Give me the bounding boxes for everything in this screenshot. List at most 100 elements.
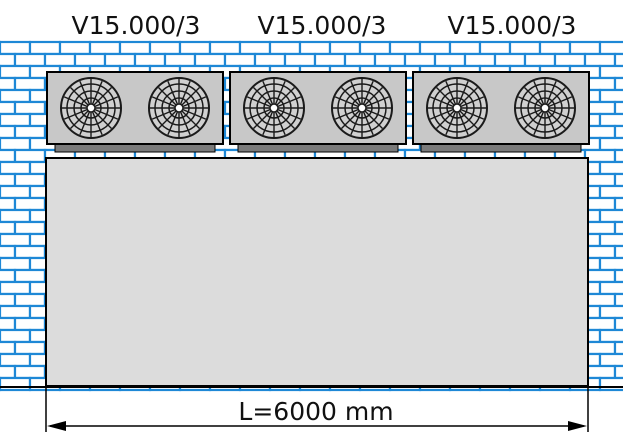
unit-label-2: V15.000/3 — [258, 11, 387, 40]
brick — [613, 268, 623, 284]
fan-spoke — [545, 80, 557, 105]
fan-spoke — [350, 80, 362, 105]
fan-spoke — [517, 108, 542, 120]
brick — [403, 52, 437, 68]
brick — [0, 148, 17, 164]
fan-spoke — [547, 110, 567, 130]
brick — [0, 52, 17, 68]
brick — [388, 40, 422, 56]
brick — [583, 316, 617, 332]
fan-hub — [452, 103, 462, 113]
brick — [598, 40, 623, 56]
brick — [0, 244, 17, 260]
brick — [193, 52, 227, 68]
brick — [613, 292, 623, 308]
brick — [613, 172, 623, 188]
fan-spoke — [277, 96, 302, 108]
brick — [583, 220, 617, 236]
fan-hub — [540, 103, 550, 113]
brick — [0, 172, 17, 188]
fan-spoke — [274, 111, 286, 136]
fan-spoke — [548, 96, 573, 108]
dimension-arrow-left — [47, 421, 66, 431]
fan-icon — [243, 77, 305, 139]
cold-room-body — [45, 157, 589, 387]
fan-hub — [357, 103, 367, 113]
brick — [418, 40, 452, 56]
brick — [0, 292, 17, 308]
fan-spoke — [445, 80, 457, 105]
fan-spoke — [340, 110, 360, 130]
fan-spoke — [533, 111, 545, 136]
fan-spoke — [151, 108, 176, 120]
brick — [433, 52, 467, 68]
fan-spoke — [167, 111, 179, 136]
fan-spoke — [182, 96, 207, 108]
fan-hub — [269, 103, 279, 113]
brick — [598, 208, 623, 224]
brick — [598, 160, 623, 176]
brick — [583, 244, 617, 260]
brick — [598, 184, 623, 200]
brick — [598, 376, 623, 392]
brick — [0, 280, 32, 296]
brick — [598, 232, 623, 248]
brick — [0, 100, 17, 116]
brick — [13, 52, 47, 68]
brick — [148, 40, 182, 56]
fan-icon — [331, 77, 393, 139]
fan-spoke — [523, 110, 543, 130]
brick — [133, 52, 167, 68]
fan-spoke — [276, 110, 296, 130]
brick — [0, 40, 32, 56]
condensing-unit-1 — [46, 71, 224, 153]
fan-spoke — [533, 80, 545, 105]
unit-base — [420, 143, 582, 153]
fan-icon — [148, 77, 210, 139]
fan-spoke — [79, 111, 91, 136]
brick — [583, 292, 617, 308]
brick — [598, 88, 623, 104]
brick — [13, 100, 47, 116]
fan-spoke — [334, 96, 359, 108]
fan-spoke — [91, 111, 103, 136]
brick — [583, 364, 617, 380]
brick — [0, 136, 32, 152]
brick — [598, 112, 623, 128]
brick — [343, 52, 377, 68]
brick — [598, 280, 623, 296]
brick — [0, 196, 17, 212]
brick — [0, 340, 17, 356]
brick — [13, 316, 47, 332]
brick — [13, 340, 47, 356]
fan-spoke — [167, 80, 179, 105]
brick — [493, 52, 527, 68]
brick — [613, 100, 623, 116]
fan-spoke — [69, 110, 89, 130]
fan-spoke — [429, 108, 454, 120]
fan-spoke — [459, 110, 479, 130]
brick — [598, 304, 623, 320]
brick — [313, 52, 347, 68]
brick — [0, 88, 32, 104]
fan-spoke — [277, 108, 302, 120]
fan-spoke — [246, 108, 271, 120]
brick — [0, 256, 32, 272]
brick — [298, 40, 332, 56]
fan-spoke — [445, 111, 457, 136]
fan-hub — [86, 103, 96, 113]
brick — [598, 352, 623, 368]
brick — [358, 40, 392, 56]
brick — [13, 220, 47, 236]
brick — [0, 124, 17, 140]
brick — [13, 292, 47, 308]
unit-base — [237, 143, 399, 153]
fan-spoke — [435, 110, 455, 130]
brick — [88, 40, 122, 56]
fan-spoke — [252, 110, 272, 130]
brick — [523, 52, 557, 68]
brick — [613, 148, 623, 164]
brick — [613, 220, 623, 236]
brick — [13, 244, 47, 260]
brick — [268, 40, 302, 56]
